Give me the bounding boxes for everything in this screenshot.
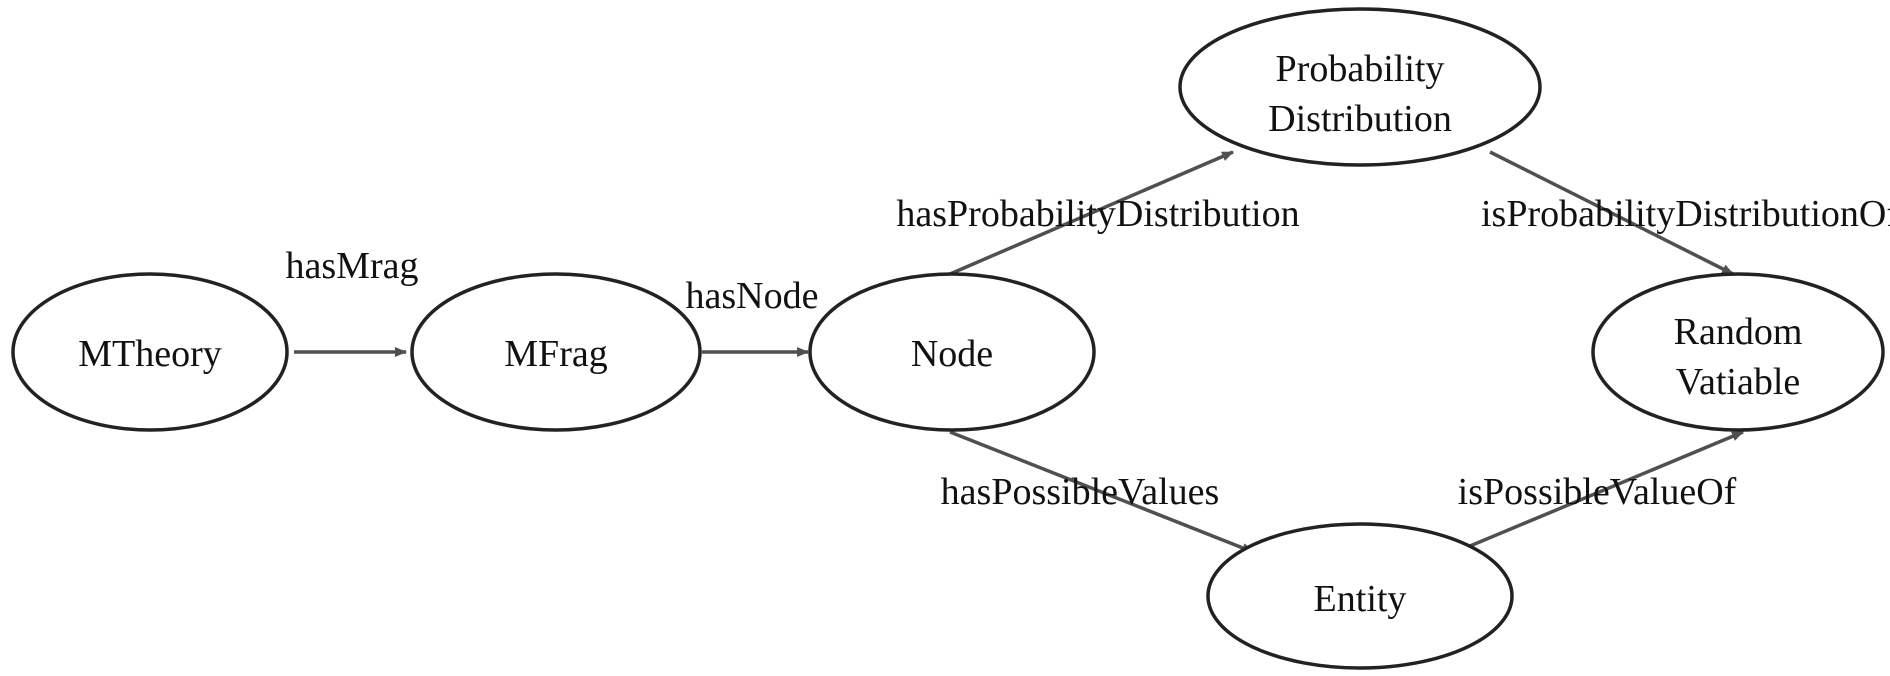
node-prob-label-line1: Probability	[1276, 48, 1445, 90]
node-entity: Entity	[1206, 522, 1514, 670]
node-probability-distribution: Probability Distribution	[1178, 7, 1542, 167]
node-randvar-label-line1: Random	[1674, 311, 1803, 353]
node-random-variable: Random Vatiable	[1591, 272, 1885, 432]
node-entity-label: Entity	[1314, 578, 1407, 620]
node-mtheory: MTheory	[11, 272, 289, 432]
edge-label-is-possible-value-of: isPossibleValueOf	[1458, 471, 1737, 513]
node-randvar-label-line2: Vatiable	[1676, 361, 1801, 403]
edge-has-prob-dist	[949, 150, 1234, 276]
edge-is-prob-dist-of	[1489, 150, 1734, 276]
edge-label-has-node: hasNode	[686, 275, 819, 317]
node-mtheory-label: MTheory	[78, 333, 222, 375]
edge-has-possible-values	[949, 430, 1254, 554]
edge-label-has-prob-dist: hasProbabilityDistribution	[896, 193, 1299, 235]
edge-labels: hasMrag hasNode hasProbabilityDistributi…	[286, 193, 1890, 513]
node-mfrag-label: MFrag	[504, 333, 607, 375]
node-prob-label-line2: Distribution	[1268, 98, 1452, 140]
node-node: Node	[808, 272, 1096, 432]
edge-label-has-possible-values: hasPossibleValues	[941, 471, 1220, 513]
edge-label-is-prob-dist-of: isProbabilityDistributionOf	[1481, 193, 1890, 235]
node-mfrag: MFrag	[410, 272, 702, 432]
edge-label-has-mrag: hasMrag	[286, 245, 419, 287]
edge-is-possible-value-of	[1469, 430, 1744, 548]
edges	[294, 150, 1744, 554]
node-node-label: Node	[911, 333, 993, 375]
